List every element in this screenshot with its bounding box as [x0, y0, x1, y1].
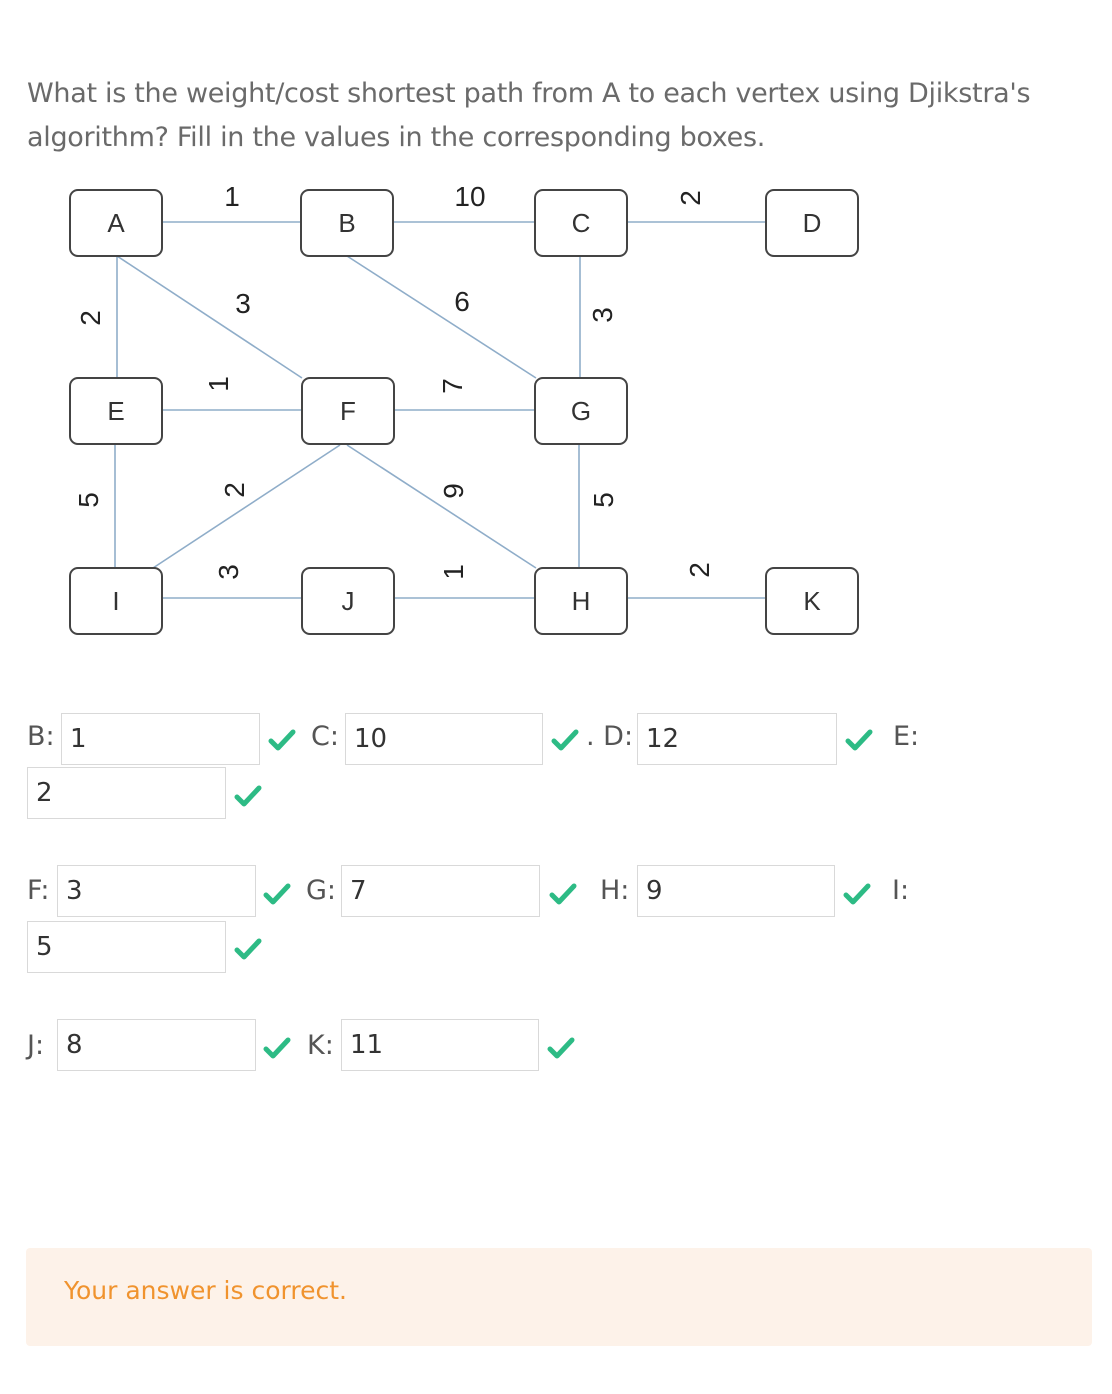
- node-j-box: [301, 567, 395, 635]
- node-k: K: [803, 586, 821, 616]
- node-d: D: [803, 208, 822, 238]
- weight-f-i: 2: [219, 482, 250, 498]
- node-f: F: [340, 396, 356, 426]
- feedback-text: Your answer is correct.: [64, 1276, 347, 1305]
- check-icon: [263, 1037, 291, 1059]
- weight-e-i: 5: [73, 492, 104, 508]
- label-g: G:: [306, 875, 337, 906]
- label-h: H:: [600, 875, 630, 906]
- answer-i-input[interactable]: [27, 921, 226, 973]
- weight-a-f: 3: [235, 288, 251, 319]
- node-c: C: [572, 208, 591, 238]
- weight-c-g: 3: [587, 307, 618, 323]
- node-h-box: [534, 567, 628, 635]
- edge-b-g: [346, 255, 537, 379]
- label-d: . D:: [586, 721, 634, 752]
- node-b-box: [300, 189, 394, 257]
- weight-i-j: 3: [213, 564, 244, 580]
- check-icon: [551, 729, 579, 751]
- answer-c-input[interactable]: [345, 713, 543, 765]
- check-icon: [843, 883, 871, 905]
- weight-c-d: 2: [675, 190, 706, 206]
- check-icon: [234, 938, 262, 960]
- label-j: J:: [27, 1030, 45, 1061]
- answer-g-input[interactable]: [341, 865, 540, 917]
- node-d-box: [765, 189, 859, 257]
- graph-diagram: A B C D E F G I J H K 1 10 2 2 3 6 3 1 7…: [0, 170, 1112, 650]
- check-icon: [547, 1037, 575, 1059]
- label-b: B:: [27, 721, 55, 752]
- weight-b-g: 6: [454, 286, 470, 317]
- node-f-box: [301, 377, 395, 445]
- answer-d-input[interactable]: [637, 713, 837, 765]
- feedback-panel: Your answer is correct.: [26, 1248, 1092, 1346]
- answer-e-input[interactable]: [27, 767, 226, 819]
- weight-f-h: 9: [438, 483, 469, 499]
- answer-b-input[interactable]: [61, 713, 260, 765]
- label-k: K:: [307, 1030, 334, 1061]
- label-i: I:: [892, 875, 910, 906]
- weight-g-h: 5: [588, 492, 619, 508]
- weight-f-g: 7: [437, 378, 468, 394]
- check-icon: [268, 729, 296, 751]
- weight-a-e: 2: [75, 310, 106, 326]
- answer-k-input[interactable]: [341, 1019, 539, 1071]
- node-a-box: [69, 189, 163, 257]
- weight-a-b: 1: [224, 181, 240, 212]
- question-text: What is the weight/cost shortest path fr…: [27, 78, 1031, 153]
- edge-f-h: [346, 444, 537, 569]
- weight-e-f: 1: [203, 376, 234, 392]
- weight-b-c: 10: [454, 181, 485, 212]
- answer-h-input[interactable]: [637, 865, 835, 917]
- node-a: A: [107, 208, 125, 238]
- answer-j-input[interactable]: [57, 1019, 256, 1071]
- answer-f-input[interactable]: [57, 865, 256, 917]
- check-icon: [549, 883, 577, 905]
- node-j: J: [342, 586, 355, 616]
- weight-j-h: 1: [438, 564, 469, 580]
- check-icon: [845, 729, 873, 751]
- node-h: H: [572, 586, 591, 616]
- node-k-box: [765, 567, 859, 635]
- label-e: E:: [893, 721, 920, 752]
- node-i-box: [69, 567, 163, 635]
- edge-a-f: [116, 255, 303, 379]
- weight-h-k: 2: [684, 562, 715, 578]
- node-i: I: [112, 586, 119, 616]
- node-b: B: [338, 208, 355, 238]
- label-f: F:: [27, 875, 50, 906]
- check-icon: [234, 785, 262, 807]
- node-c-box: [534, 189, 628, 257]
- node-g: G: [571, 396, 591, 426]
- graph-svg: A B C D E F G I J H K 1 10 2 2 3 6 3 1 7…: [69, 181, 859, 635]
- node-g-box: [534, 377, 628, 445]
- check-icon: [263, 883, 291, 905]
- label-c: C:: [311, 721, 339, 752]
- node-e: E: [107, 396, 124, 426]
- edge-f-i: [152, 444, 341, 569]
- node-e-box: [69, 377, 163, 445]
